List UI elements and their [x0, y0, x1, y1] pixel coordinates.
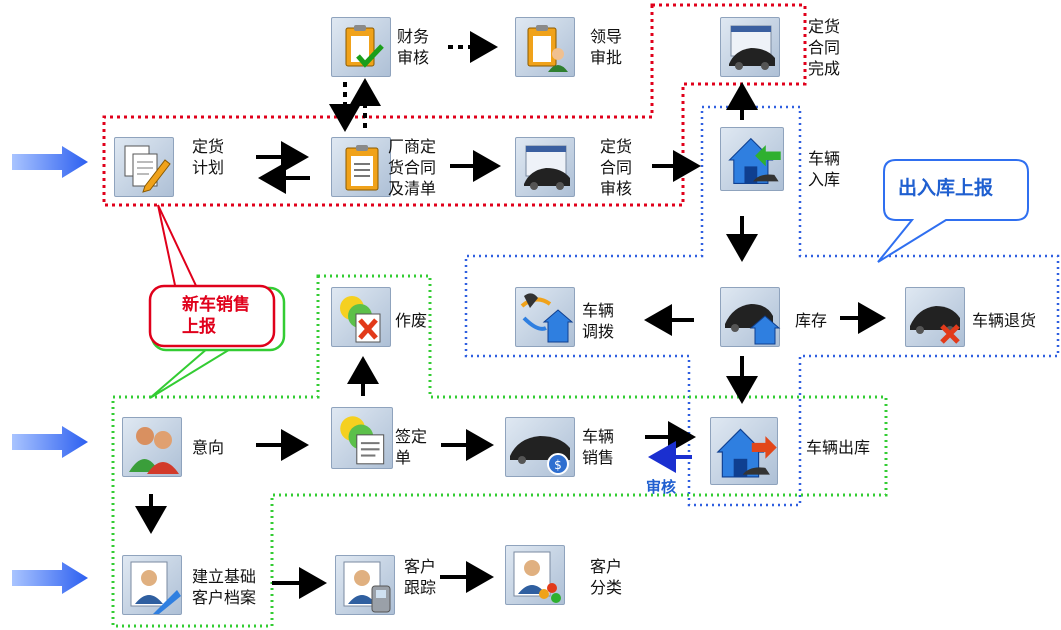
document-pencil-icon[interactable]	[114, 137, 174, 197]
car-house-icon[interactable]	[720, 287, 781, 347]
entry-arrow-customer	[12, 562, 88, 594]
new-car-sales-callout-inner	[148, 284, 276, 348]
new-car-sales-callout-pointer-green	[149, 347, 236, 399]
people-icon[interactable]	[122, 417, 182, 477]
circles-cancel-icon[interactable]	[331, 287, 391, 347]
node-finance-review-label: 财务 审核	[397, 27, 430, 67]
sales-region-border	[111, 274, 888, 628]
car-cancel-icon[interactable]	[905, 287, 965, 347]
stock-region-border	[464, 105, 1060, 507]
stock-report-callout-text: 出入库上报	[898, 177, 994, 199]
transfer-house-icon[interactable]	[515, 287, 575, 347]
node-void-label: 作废	[395, 311, 428, 330]
node-order-contract-complete-label: 定货 合同 完成	[808, 17, 841, 78]
house-arrow-out-icon[interactable]	[710, 417, 778, 485]
stock-report-callout	[877, 159, 1029, 263]
car-document-icon[interactable]	[515, 137, 575, 197]
circles-document-icon[interactable]	[331, 407, 393, 469]
car-coin-icon[interactable]: $	[505, 417, 575, 477]
new-car-sales-callout-text: 新车销售 上报	[182, 295, 250, 337]
new-car-sales-callout-pointer-red	[157, 204, 200, 291]
house-arrow-in-icon[interactable]	[720, 127, 784, 191]
clipboard-list-icon[interactable]	[331, 137, 391, 197]
entry-arrow-intention	[12, 426, 88, 458]
node-leader-approval-label: 领导 审批	[590, 27, 623, 67]
node-vehicle-transfer-label: 车辆 调拨	[582, 301, 615, 341]
node-order-plan-label: 定货 计划	[192, 137, 225, 177]
node-customer-followup-label: 客户 跟踪	[404, 557, 437, 597]
node-vehicle-sales-label: 车辆 销售	[582, 427, 615, 467]
node-vendor-contract-label: 厂商定 货合同 及清单	[388, 137, 437, 198]
node-inventory-label: 库存	[795, 311, 828, 330]
person-phone-icon[interactable]	[335, 555, 395, 615]
node-order-contract-review-label: 定货 合同 审核	[600, 137, 633, 198]
clipboard-check-icon[interactable]	[331, 17, 391, 77]
node-vehicle-inbound-label: 车辆 入库	[808, 149, 841, 189]
node-customer-classification-label: 客户 分类	[590, 557, 623, 597]
entry-arrow-ordering	[12, 146, 88, 178]
ordering-region-border	[102, 3, 807, 207]
clipboard-person-icon[interactable]	[515, 17, 575, 77]
person-card-icon[interactable]	[122, 555, 182, 615]
node-vehicle-return-label: 车辆退货	[972, 311, 1037, 330]
node-sign-order-label: 签定 单	[395, 427, 428, 467]
car-document-icon[interactable]	[720, 17, 780, 77]
node-create-customer-profile-label: 建立基础 客户档案	[192, 567, 257, 607]
node-vehicle-outbound-label: 车辆出库	[806, 438, 871, 457]
review-annotation: 审核	[646, 478, 677, 496]
svg-text:$: $	[554, 458, 562, 472]
node-intention-label: 意向	[192, 438, 225, 457]
person-group-icon[interactable]	[505, 545, 565, 605]
